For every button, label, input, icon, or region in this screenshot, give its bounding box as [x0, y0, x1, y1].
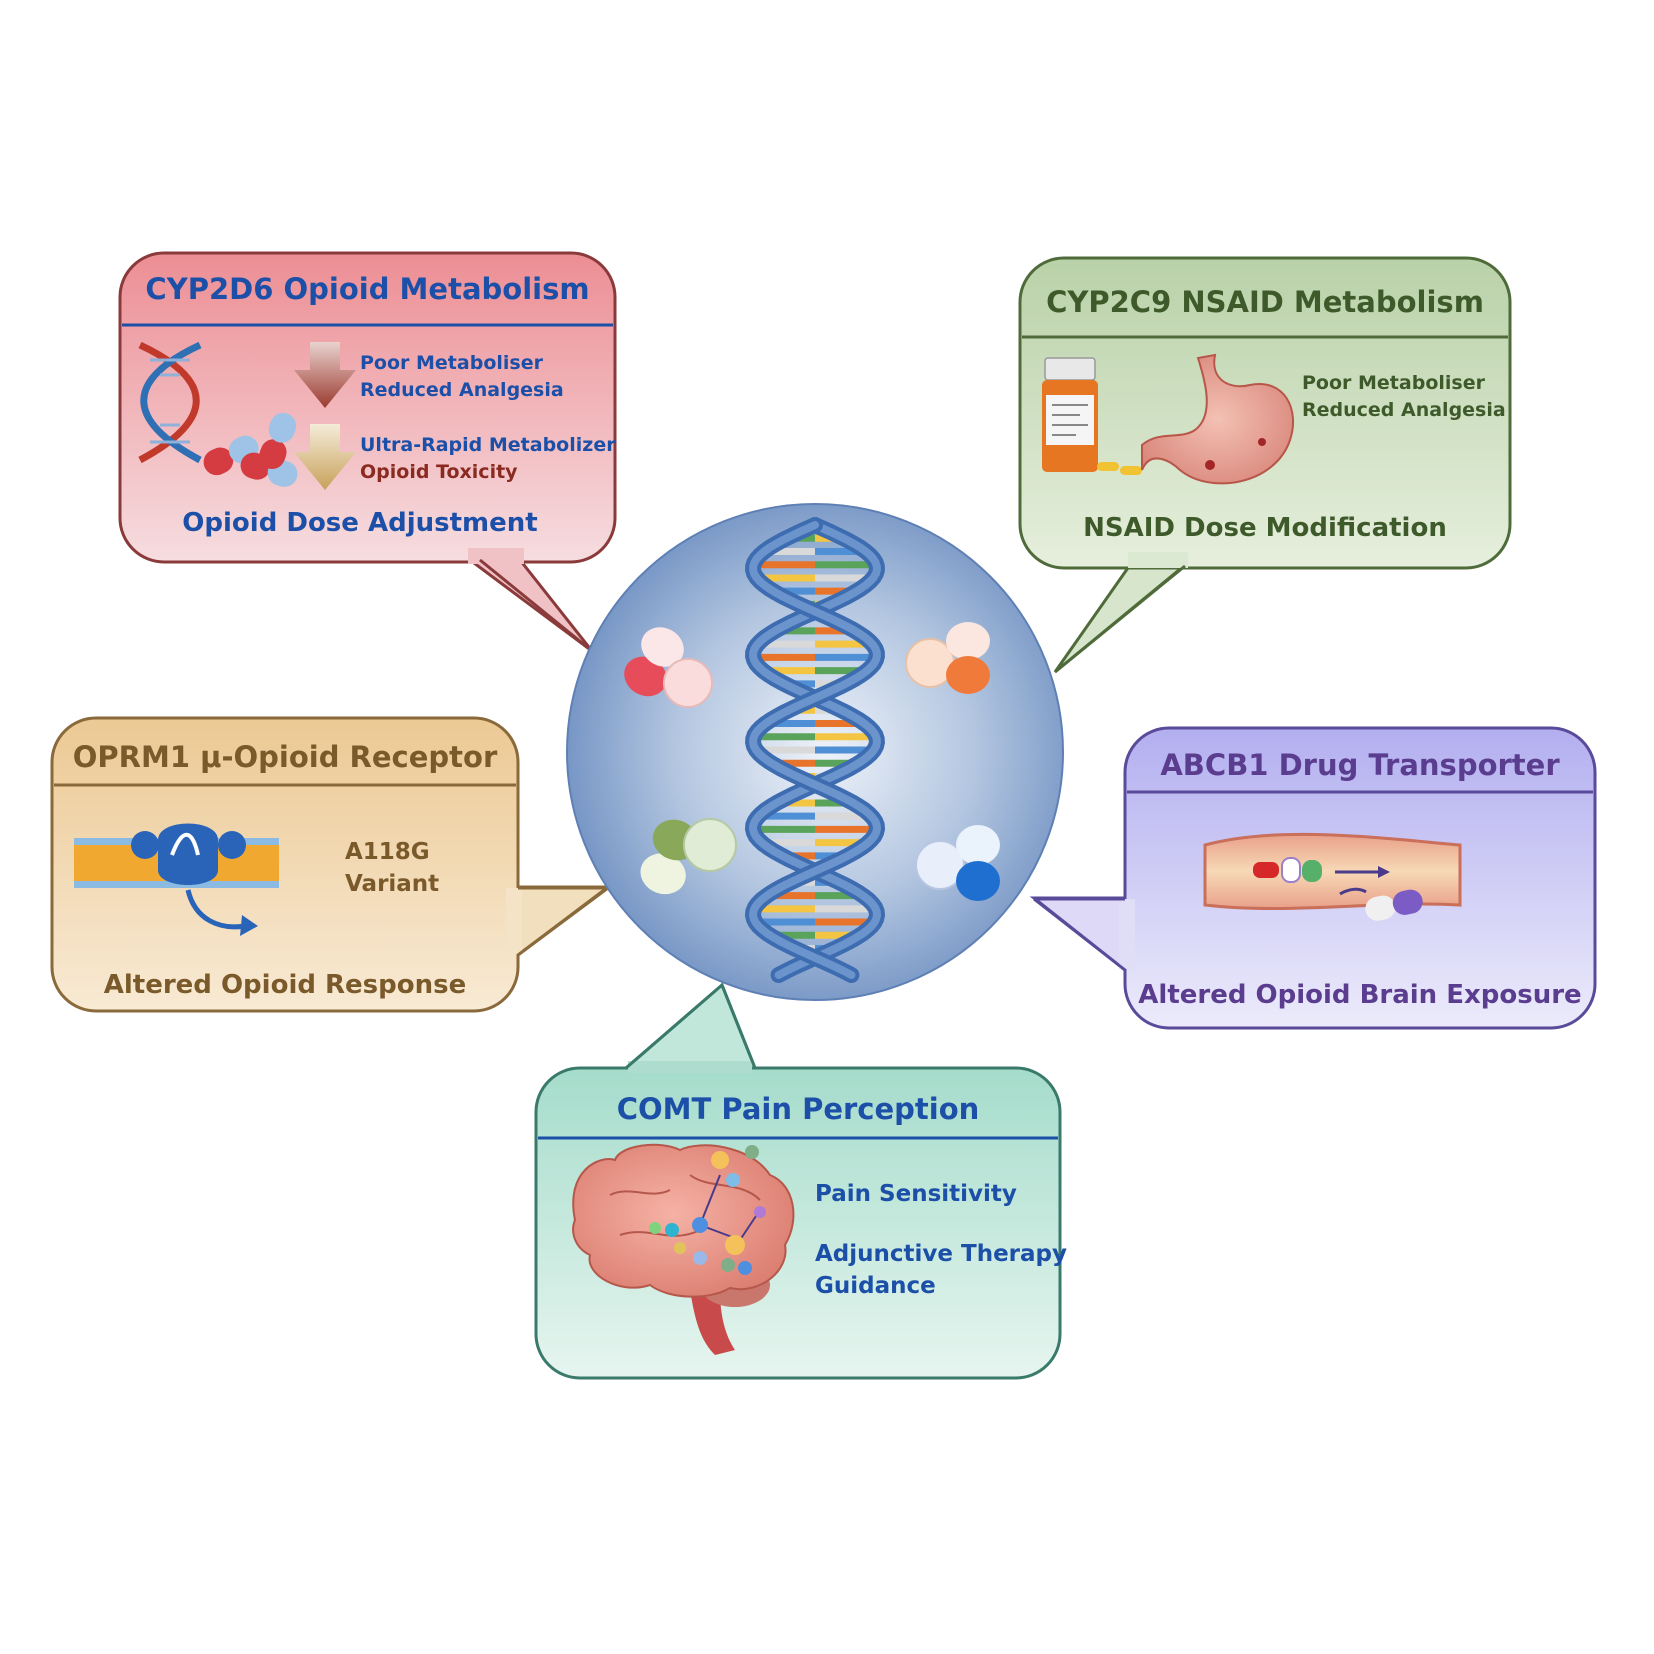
comt-title: COMT Pain Perception — [616, 1092, 980, 1126]
tablet-icon — [663, 658, 713, 708]
abcb1-title: ABCB1 Drug Transporter — [1160, 748, 1560, 782]
dna-strand-b-highlight — [748, 521, 882, 979]
dna-helix-icon — [744, 517, 886, 983]
cyp2d6-ultra-line1: Ultra-Rapid Metabolizer — [360, 434, 616, 456]
comt-line1: Pain Sensitivity — [815, 1181, 1017, 1207]
blood-vessel-icon — [1203, 832, 1462, 921]
oprm1-box — [50, 716, 520, 1013]
tablet-icon — [683, 818, 737, 872]
abcb1-bubble — [1029, 726, 1597, 1030]
cyp2d6-poor-line1: Poor Metaboliser — [360, 352, 543, 374]
comt-line2: Adjunctive Therapy — [815, 1241, 1067, 1267]
central-dna-sphere — [566, 503, 1064, 1001]
cyp2d6-ultra-line2: Opioid Toxicity — [360, 461, 518, 483]
oprm1-line2: Variant — [345, 871, 440, 897]
cyp2c9-line1: Poor Metaboliser — [1302, 372, 1485, 394]
tablet-icon — [915, 840, 965, 890]
stomach-icon — [1141, 353, 1295, 485]
abcb1-footer: Altered Opioid Brain Exposure — [1138, 980, 1582, 1010]
dna-helix-icon — [138, 341, 202, 464]
cyp2c9-bubble — [1018, 256, 1512, 674]
oprm1-footer: Altered Opioid Response — [103, 970, 467, 1000]
capsule-icon — [203, 412, 298, 487]
oprm1-bubble — [50, 716, 613, 1013]
down-arrow-icon — [294, 342, 356, 490]
comt-bubble — [534, 982, 1062, 1380]
comt-callout-tail — [621, 982, 758, 1070]
dna-strand-a-highlight — [748, 521, 882, 979]
cyp2c9-footer: NSAID Dose Modification — [1083, 513, 1447, 543]
cyp2d6-bubble — [118, 251, 617, 653]
oprm1-line1: A118G — [345, 839, 430, 865]
pill-bottle-icon — [1042, 357, 1142, 475]
cyp2c9-title: CYP2C9 NSAID Metabolism — [1046, 285, 1484, 319]
cyp2d6-box — [118, 251, 617, 564]
comt-line3: Guidance — [815, 1273, 936, 1299]
capsule-icon — [946, 622, 990, 694]
capsule-icon — [640, 819, 699, 895]
receptor-membrane-icon — [74, 823, 279, 936]
capsule-icon — [956, 825, 1000, 901]
brain-icon — [572, 1143, 795, 1355]
cyp2d6-footer: Opioid Dose Adjustment — [182, 508, 538, 538]
capsule-icon — [624, 627, 684, 697]
oprm1-title: OPRM1 μ-Opioid Receptor — [72, 740, 498, 774]
cyp2c9-line2: Reduced Analgesia — [1302, 399, 1506, 421]
cyp2d6-poor-line2: Reduced Analgesia — [360, 379, 564, 401]
cyp2d6-title: CYP2D6 Opioid Metabolism — [145, 272, 590, 306]
